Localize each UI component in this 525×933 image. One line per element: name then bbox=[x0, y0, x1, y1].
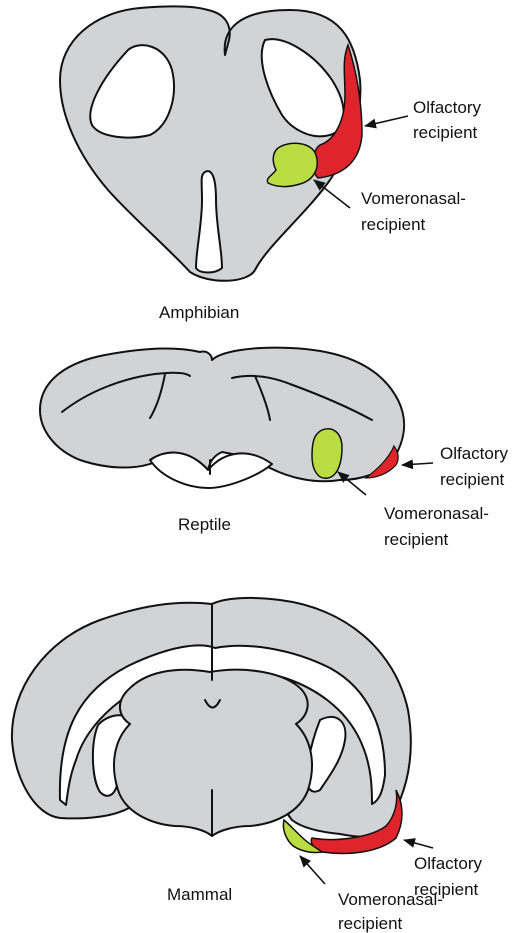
mammal-vomeronasal-label-line2: recipient bbox=[338, 914, 403, 933]
mammal-olfactory-label-line1: Olfactory bbox=[414, 854, 483, 873]
reptile-label: Reptile bbox=[178, 515, 231, 534]
amphibian-vomeronasal-label-line2: recipient bbox=[361, 215, 426, 234]
amphibian-olfactory-label-line2: recipient bbox=[413, 123, 478, 142]
reptile-olfactory-arrow bbox=[402, 463, 433, 465]
mammal-vomeronasal-label-line1: Vomeronasal- bbox=[338, 890, 443, 909]
mammal-olfactory-arrow bbox=[404, 840, 433, 848]
amphibian-vomeronasal-label-line1: Vomeronasal- bbox=[361, 189, 466, 208]
mammal-section: Mammal Olfactory recipient Vomeronasal- … bbox=[12, 598, 483, 933]
mammal-vomeronasal-arrow bbox=[300, 856, 325, 884]
mammal-label: Mammal bbox=[167, 885, 232, 904]
reptile-section: Reptile Olfactory recipient Vomeronasal-… bbox=[40, 348, 509, 549]
amphibian-label: Amphibian bbox=[159, 303, 239, 322]
amphibian-olfactory-label-line1: Olfactory bbox=[413, 98, 482, 117]
reptile-vomeronasal-label-line1: Vomeronasal- bbox=[384, 504, 489, 523]
amphibian-olfactory-arrow bbox=[365, 116, 408, 126]
reptile-vomeronasal-label-line2: recipient bbox=[384, 530, 449, 549]
reptile-olfactory-label-line1: Olfactory bbox=[440, 444, 509, 463]
reptile-olfactory-label-line2: recipient bbox=[440, 470, 505, 489]
reptile-vomeronasal-region bbox=[312, 429, 342, 478]
amphibian-section: Amphibian Olfactory recipient Vomeronasa… bbox=[60, 6, 482, 322]
